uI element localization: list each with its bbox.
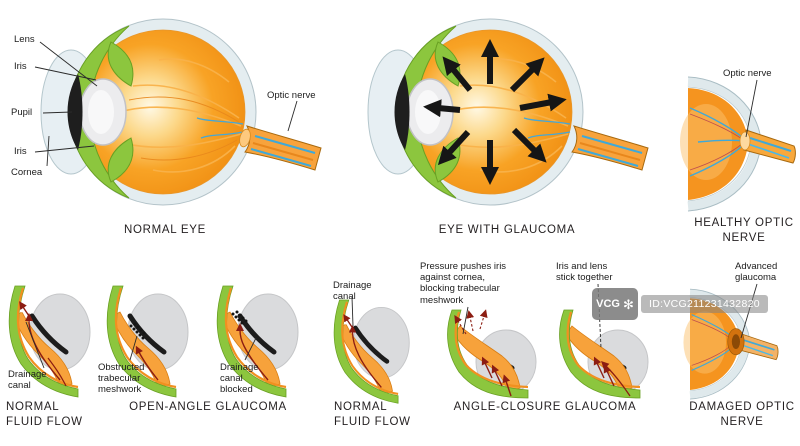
advanced-glaucoma-label: Advanced glaucoma bbox=[735, 261, 778, 284]
iris-bottom-label: Iris bbox=[14, 146, 27, 157]
lens-label: Lens bbox=[14, 34, 35, 45]
open-angle-glaucoma-title: OPEN-ANGLE GLAUCOMA bbox=[129, 401, 287, 413]
iris-lens-stick-label: Iris and lens stick together bbox=[556, 261, 613, 284]
normal-eye-illustration bbox=[40, 18, 322, 206]
iris-top-label: Iris bbox=[14, 61, 27, 72]
optic-nerve-label: Optic nerve bbox=[267, 90, 316, 101]
glaucoma-eye-illustration bbox=[367, 18, 649, 206]
healthy-optic-nerve-illustration bbox=[680, 76, 796, 212]
angle-closure-glaucoma-title: ANGLE-CLOSURE GLAUCOMA bbox=[453, 401, 637, 413]
panel-angle-closure-2 bbox=[559, 309, 649, 399]
vcg-logo: VCG ✻ bbox=[592, 288, 638, 320]
pressure-arrows bbox=[423, 39, 567, 185]
healthy-optic-nerve-label: Optic nerve bbox=[723, 68, 772, 79]
glaucoma-eye-title: EYE WITH GLAUCOMA bbox=[438, 224, 576, 236]
vcg-star-icon: ✻ bbox=[622, 296, 634, 312]
normal-fluid-flow-title-1: NORMAL FLUID FLOW bbox=[6, 401, 83, 428]
pupil-label: Pupil bbox=[11, 107, 33, 118]
panel-angle-closure-1 bbox=[447, 309, 537, 399]
panel-normal-flow-2 bbox=[333, 299, 410, 404]
obstructed-meshwork-label: Obstructed trabecular meshwork bbox=[98, 362, 145, 396]
healthy-optic-nerve-title: HEALTHY OPTIC NERVE bbox=[694, 217, 794, 244]
panel-open-angle-blocked bbox=[216, 285, 299, 398]
normal-fluid-flow-title-2: NORMAL FLUID FLOW bbox=[334, 401, 411, 428]
drainage-canal-label-1: Drainage canal bbox=[8, 369, 47, 392]
panel-open-angle-obstructed bbox=[106, 285, 189, 398]
damaged-optic-nerve-title: DAMAGED OPTIC NERVE bbox=[689, 401, 795, 428]
obstruction-dots bbox=[129, 322, 146, 340]
watermark: VCG ✻ ID:VCG211231432820 bbox=[592, 288, 768, 320]
pressure-pushes-iris-label: Pressure pushes iris against cornea, blo… bbox=[420, 261, 507, 306]
watermark-id-text: ID:VCG211231432820 bbox=[641, 295, 768, 313]
drainage-blocked-label: Drainage canal blocked bbox=[220, 362, 259, 396]
normal-eye-title: NORMAL EYE bbox=[124, 224, 206, 236]
drainage-canal-label-2: Drainage canal bbox=[333, 280, 372, 303]
vcg-brand-text: VCG bbox=[596, 298, 620, 310]
cornea-label: Cornea bbox=[11, 167, 43, 178]
panel-normal-flow-1 bbox=[8, 285, 91, 398]
blocked-canal-dots bbox=[231, 310, 248, 325]
